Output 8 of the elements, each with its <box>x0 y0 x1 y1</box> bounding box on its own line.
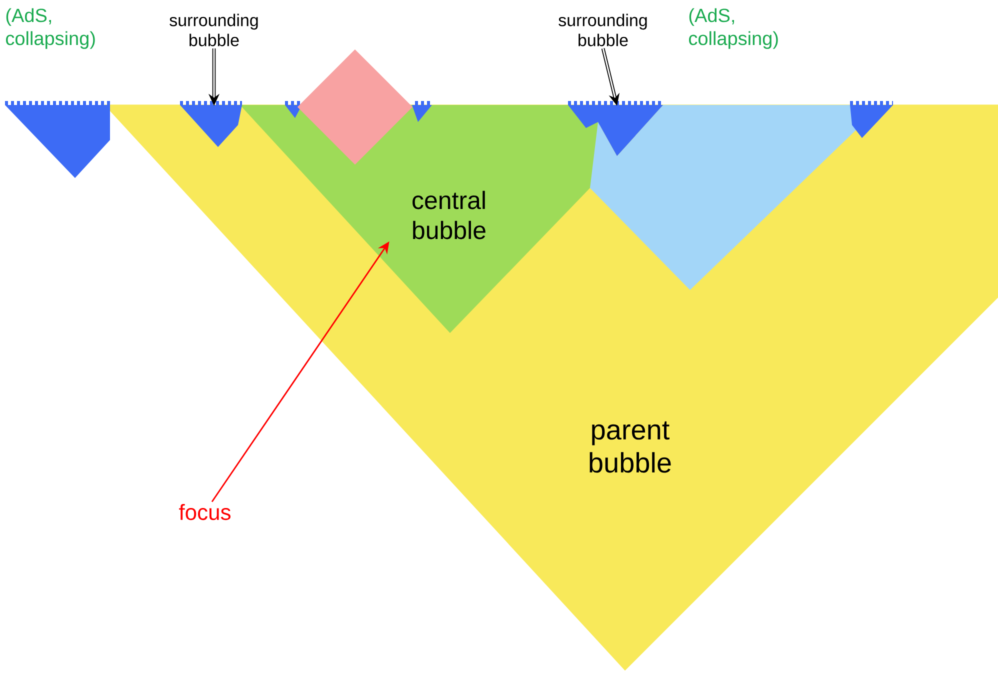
annotation-text: surrounding bubble <box>558 14 647 46</box>
annotation-text: surrounding bubble <box>170 14 258 46</box>
annotation-text: focus <box>179 504 230 520</box>
annotation-text: (AdS, collapsing) <box>689 8 778 49</box>
bubble-triangle <box>180 101 242 147</box>
bubble-region <box>590 105 856 290</box>
annotation-text: (AdS, collapsing) <box>6 8 95 49</box>
bubble-triangle <box>568 101 663 156</box>
